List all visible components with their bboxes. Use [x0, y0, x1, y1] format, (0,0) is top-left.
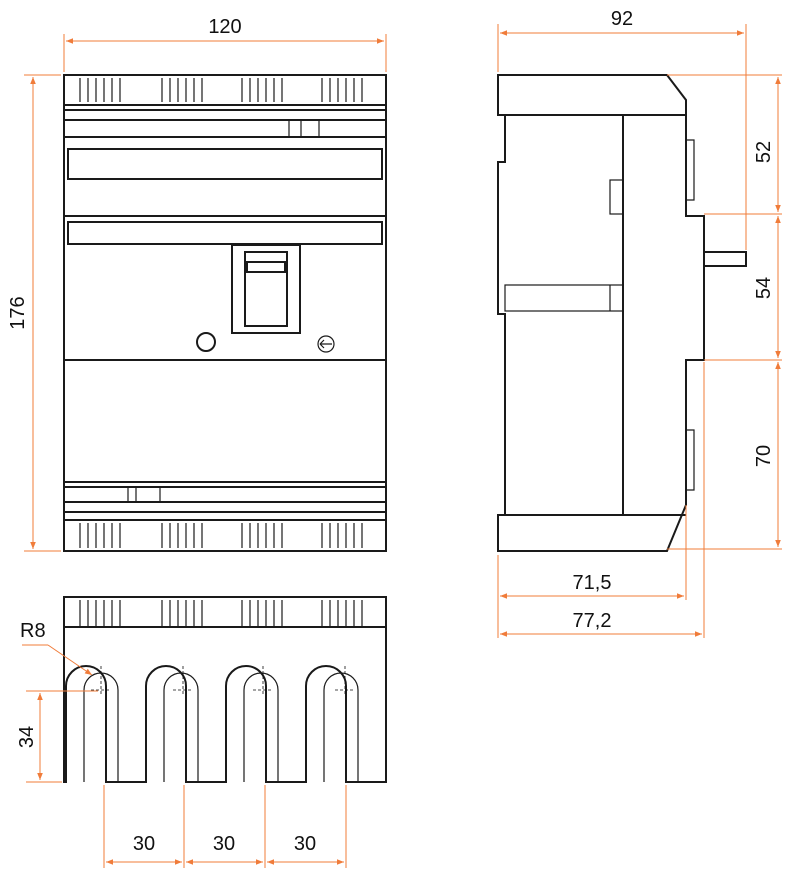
front-bottom-terminal-cover	[63, 519, 387, 552]
label-front-width: 120	[208, 16, 241, 38]
front-reset-icon	[317, 335, 335, 353]
front-label-strip-lower	[67, 221, 383, 245]
label-front-height: 176	[7, 296, 29, 329]
dim-terminal-radius: R8	[20, 620, 93, 676]
label-side-middle: 54	[753, 277, 775, 299]
front-handle-lever	[244, 251, 288, 327]
side-body-outline	[497, 74, 705, 552]
terminal-centre-marks	[91, 666, 355, 696]
front-bottom-terminal-ribs	[79, 523, 363, 548]
label-pitch-1: 30	[133, 833, 155, 855]
dim-side-vertical: 52 54 70	[667, 74, 782, 550]
front-view: 120 176	[7, 16, 387, 552]
label-side-bottom: 70	[753, 445, 775, 467]
front-top-terminal-cover	[63, 74, 387, 106]
front-test-button	[196, 332, 216, 352]
side-handle-shaft	[703, 251, 747, 267]
front-top-latch	[288, 119, 320, 138]
front-label-strip-upper	[67, 148, 383, 180]
dim-side-width: 92	[497, 8, 747, 250]
terminal-cover-ribs	[79, 600, 363, 627]
side-view: 92 52 54 70 71,5 77,2	[497, 8, 782, 638]
front-top-terminal-ribs	[79, 78, 363, 102]
label-terminal-slot-depth: 34	[16, 726, 38, 748]
dim-terminal-slot-depth: 34	[16, 690, 98, 783]
label-terminal-radius: R8	[20, 620, 46, 642]
dim-front-width: 120	[63, 16, 387, 72]
dim-front-height: 176	[7, 74, 61, 552]
side-clip	[609, 179, 624, 215]
terminal-cover-outline	[63, 596, 387, 783]
label-side-depth-b: 77,2	[573, 610, 612, 632]
front-handle-housing	[231, 244, 301, 334]
dim-side-depth: 71,5 77,2	[497, 362, 705, 638]
label-pitch-3: 30	[294, 833, 316, 855]
label-pitch-2: 30	[213, 833, 235, 855]
terminal-cover-view: R8 34 30 30 30	[16, 596, 387, 868]
front-bottom-latch	[127, 486, 161, 503]
label-side-depth-a: 71,5	[573, 572, 612, 594]
label-side-top: 52	[753, 141, 775, 163]
dim-terminal-pitch: 30 30 30	[103, 785, 347, 868]
label-side-width: 92	[611, 8, 633, 30]
side-mid-rib	[504, 284, 624, 312]
front-body-outline	[63, 74, 387, 552]
